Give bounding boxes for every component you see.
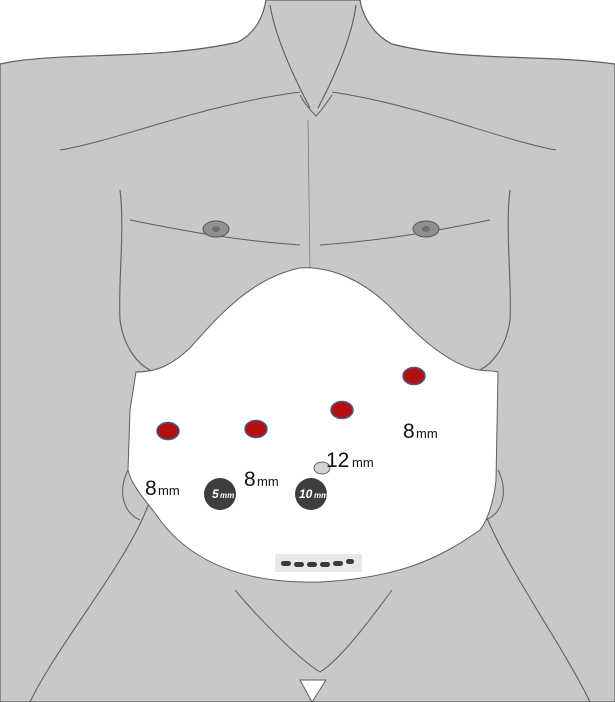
svg-text:8: 8 bbox=[403, 420, 415, 443]
assist-port-10mm-unit: mm bbox=[314, 491, 328, 500]
svg-text:12: 12 bbox=[326, 449, 349, 472]
svg-text:mm: mm bbox=[158, 483, 180, 498]
robotic-port-left-lateral bbox=[157, 423, 179, 440]
robotic-port-right-mid bbox=[331, 402, 353, 419]
svg-text:mm: mm bbox=[257, 474, 279, 489]
robotic-port-right-upper bbox=[403, 368, 425, 385]
assist-port-5mm-unit: mm bbox=[220, 491, 234, 500]
svg-text:8: 8 bbox=[244, 468, 256, 491]
svg-text:8: 8 bbox=[145, 477, 157, 500]
svg-text:mm: mm bbox=[352, 455, 374, 470]
assist-port-5mm-size: 5 bbox=[212, 487, 219, 501]
assist-port-10mm-size: 10 bbox=[299, 487, 313, 501]
assist-port-5mm: 5 mm bbox=[204, 478, 236, 510]
extraction-incision-icon bbox=[275, 554, 362, 572]
robotic-port-left-mid bbox=[245, 421, 267, 438]
svg-text:mm: mm bbox=[416, 426, 438, 441]
